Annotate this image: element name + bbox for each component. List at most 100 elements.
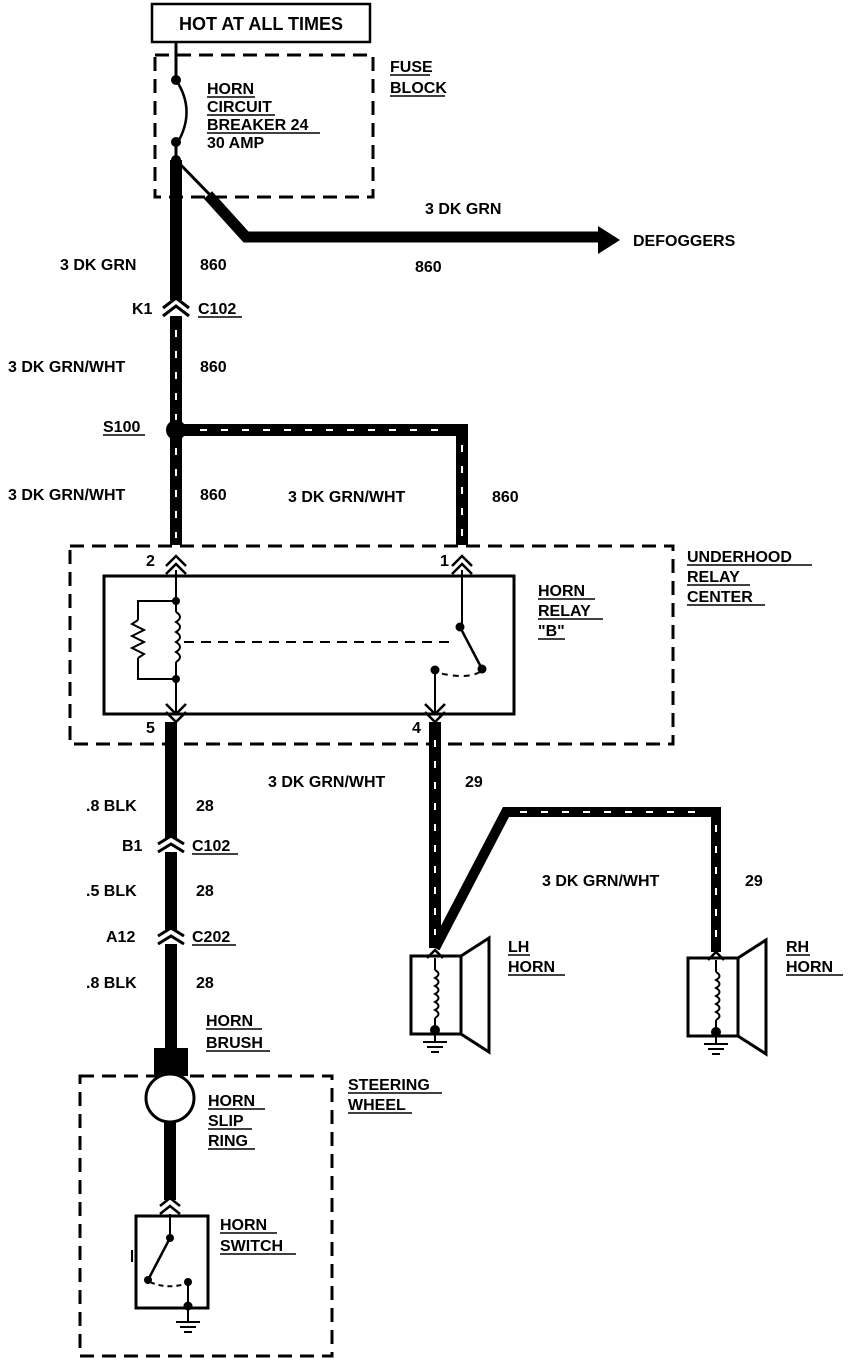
ground-seg2-color: .5 BLK — [86, 883, 137, 900]
breaker-label-2: CIRCUIT — [207, 99, 272, 116]
horn-relay-label-2: RELAY — [538, 603, 591, 620]
fuse-block-label-2: BLOCK — [390, 80, 447, 97]
rh-horn-connector — [707, 950, 725, 961]
ground-seg3-circuit: 28 — [196, 975, 214, 992]
feed-seg1-color: 3 DK GRN — [60, 257, 136, 274]
connector-c202-a12 — [157, 926, 185, 946]
ground-seg2-circuit: 28 — [196, 883, 214, 900]
splice-s100-label: S100 — [103, 419, 140, 436]
relay-center-outline — [68, 544, 675, 746]
feed-seg2-circuit: 860 — [200, 359, 227, 376]
defogger-circuit: 860 — [415, 259, 442, 276]
connector-b1-pin: B1 — [122, 838, 143, 855]
horn-switch-ground-node — [183, 1301, 193, 1311]
lh-horn — [409, 935, 491, 1055]
steering-wheel-label-2: WHEEL — [348, 1097, 406, 1114]
power-source-label: HOT AT ALL TIMES — [179, 14, 343, 34]
horn-switch-blade — [146, 1237, 172, 1281]
relay-resistor — [129, 619, 147, 659]
defogger-wire-diag-thin — [174, 158, 217, 202]
steering-wheel-outline — [78, 1074, 334, 1358]
lh-horn-coil — [432, 969, 440, 1019]
breaker-label-1: HORN — [207, 81, 254, 98]
connector-a12-id: C202 — [192, 929, 230, 946]
breaker-rating: 30 AMP — [207, 135, 265, 152]
connector-c102-top-female — [162, 296, 190, 310]
horn-slip-ring — [144, 1072, 196, 1124]
ground-seg1-circuit: 28 — [196, 798, 214, 815]
rh-horn-ground-icon — [704, 1043, 728, 1055]
connector-b1-id: C102 — [192, 838, 230, 855]
breaker-element — [174, 79, 188, 143]
horn-switch-ground-icon — [176, 1321, 200, 1333]
horn-switch-label-1: HORN — [220, 1217, 267, 1234]
rh-horn — [686, 937, 768, 1057]
steering-wheel-label-1: STEERING — [348, 1077, 430, 1094]
fuse-block-outline — [153, 53, 375, 199]
relay-pin-4: 4 — [412, 720, 421, 737]
connector-c102-b1 — [157, 834, 185, 854]
relay-center-label-3: CENTER — [687, 589, 753, 606]
horn-relay-body — [102, 574, 516, 716]
relay-pin-2-connector — [165, 554, 187, 575]
breaker-label-3: BREAKER 24 — [207, 117, 308, 134]
lh-horn-bell — [459, 935, 491, 1055]
relay-pin-1: 1 — [440, 553, 449, 570]
relay-coil — [174, 611, 181, 663]
horn-switch-label-2: SWITCH — [220, 1238, 283, 1255]
rh-horn-label-2: HORN — [786, 959, 833, 976]
horn-brush — [154, 1048, 188, 1076]
relay-pin-5: 5 — [146, 720, 155, 737]
feed-right-drop-circuit: 860 — [492, 489, 519, 506]
horn-relay-label-1: HORN — [538, 583, 585, 600]
rh-horn-body — [686, 956, 740, 1038]
connector-c102-top-male — [162, 304, 190, 318]
connector-c102-pin-k1: K1 — [132, 301, 153, 318]
defogger-destination: DEFOGGERS — [633, 233, 736, 250]
feed-right-branch-wire — [176, 424, 468, 545]
horn-brush-label-2: BRUSH — [206, 1035, 263, 1052]
rh-horn-label-1: RH — [786, 939, 809, 956]
slip-ring-label-1: HORN — [208, 1093, 255, 1110]
horn-switch-actuator-link — [149, 1281, 189, 1288]
lh-horn-connector — [426, 948, 444, 959]
defogger-arrow — [598, 226, 620, 254]
lh-horn-ground-node — [430, 1025, 440, 1035]
lh-horn-label-1: LH — [508, 939, 529, 956]
rh-horn-feed-color: 3 DK GRN/WHT — [542, 873, 660, 890]
connector-c102-id: C102 — [198, 301, 236, 318]
lh-horn-ground-icon — [423, 1041, 447, 1053]
feed-seg2-color: 3 DK GRN/WHT — [8, 359, 126, 376]
slip-ring-label-3: RING — [208, 1133, 248, 1150]
connector-a12-pin: A12 — [106, 929, 135, 946]
relay-switch-return-path — [434, 671, 481, 677]
horn-switch-connector — [159, 1196, 181, 1215]
slip-ring-label-2: SLIP — [208, 1113, 244, 1130]
rh-horn-ground-node — [711, 1027, 721, 1037]
horn-switch-body — [134, 1214, 210, 1310]
defogger-wire-color: 3 DK GRN — [425, 201, 501, 218]
defogger-wire — [203, 191, 600, 243]
relay-center-label-2: RELAY — [687, 569, 740, 586]
horn-brush-label-1: HORN — [206, 1013, 253, 1030]
relay-switch-contact — [477, 664, 487, 674]
rh-horn-bell — [736, 937, 768, 1057]
feed-left-drop-color: 3 DK GRN/WHT — [8, 487, 126, 504]
relay-center-label-1: UNDERHOOD — [687, 549, 792, 566]
ground-seg3-color: .8 BLK — [86, 975, 137, 992]
relay-pin-1-connector — [451, 554, 473, 575]
ground-seg1-color: .8 BLK — [86, 798, 137, 815]
relay-switch-blade — [458, 626, 484, 670]
power-source-box — [150, 2, 372, 44]
feed-seg1-circuit: 860 — [200, 257, 227, 274]
feed-right-drop-color: 3 DK GRN/WHT — [288, 489, 406, 506]
horn-output-color: 3 DK GRN/WHT — [268, 774, 386, 791]
horn-output-circuit: 29 — [465, 774, 483, 791]
feed-left-drop-circuit: 860 — [200, 487, 227, 504]
fuse-block-label: FUSE — [390, 59, 433, 76]
rh-horn-feed-circuit: 29 — [745, 873, 763, 890]
relay-resistor-bridge — [137, 600, 176, 620]
relay-resistor-return — [137, 658, 176, 680]
lh-horn-label-2: HORN — [508, 959, 555, 976]
